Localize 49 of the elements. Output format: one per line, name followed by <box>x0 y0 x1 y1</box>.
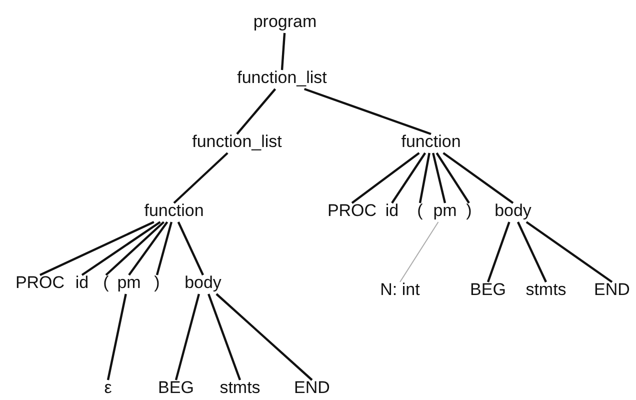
tree-node-label: pm <box>432 201 458 221</box>
tree-node-label: stmts <box>218 378 262 398</box>
tree-node-label: ( <box>416 201 424 221</box>
tree-branch-line <box>236 88 276 135</box>
tree-branch-line <box>418 152 430 204</box>
tree-node-label: ( <box>102 273 110 293</box>
tree-node-label: body <box>494 201 532 221</box>
tree-node-label: pm <box>116 273 142 293</box>
tree-node-label: function_list <box>236 68 328 88</box>
tree-node-label: program <box>252 12 318 32</box>
tree-branch-line <box>516 222 547 282</box>
tree-node-label: stmts <box>524 280 568 300</box>
tree-branch-line <box>280 32 286 70</box>
tree-branch-line <box>40 221 154 276</box>
tree-node-label: function <box>400 132 462 152</box>
tree-branch-line <box>174 294 200 380</box>
tree-branch-line <box>391 152 426 204</box>
tree-node-label: END <box>293 378 331 398</box>
tree-branch-line <box>208 294 242 380</box>
tree-branch-line <box>526 221 613 283</box>
tree-node-label: N: int <box>379 280 421 300</box>
tree-node-label: BEG <box>469 280 507 300</box>
tree-branch-line <box>105 221 165 276</box>
tree-branch-line <box>436 152 470 204</box>
tree-branch-line <box>128 221 168 276</box>
tree-branch-line <box>173 152 228 204</box>
tree-branch-line <box>81 221 161 276</box>
tree-branch-line <box>486 222 510 282</box>
tree-branch-line <box>177 222 204 276</box>
tree-branch-line <box>304 88 432 136</box>
tree-branch-line <box>442 152 514 204</box>
tree-node-label: BEG <box>157 378 195 398</box>
tree-node-label: PROC <box>14 273 66 293</box>
tree-node-label: ε <box>103 378 113 398</box>
tree-node-label: function <box>143 201 205 221</box>
tree-node-label: body <box>184 273 222 293</box>
tree-node-label: id <box>384 201 400 221</box>
tree-node-label: function_list <box>191 132 283 152</box>
tree-branch-line <box>400 222 439 282</box>
tree-node-label: ) <box>465 201 473 221</box>
tree-node-label: PROC <box>326 201 378 221</box>
tree-node-label: END <box>593 280 631 300</box>
tree-branch-line <box>351 152 420 204</box>
tree-node-label: id <box>74 273 90 293</box>
tree-branch-line <box>432 152 446 204</box>
tree-branch-line <box>156 222 173 276</box>
tree-node-label: ) <box>153 273 161 293</box>
tree-branch-line <box>106 294 127 380</box>
tree-branch-line <box>216 293 313 381</box>
